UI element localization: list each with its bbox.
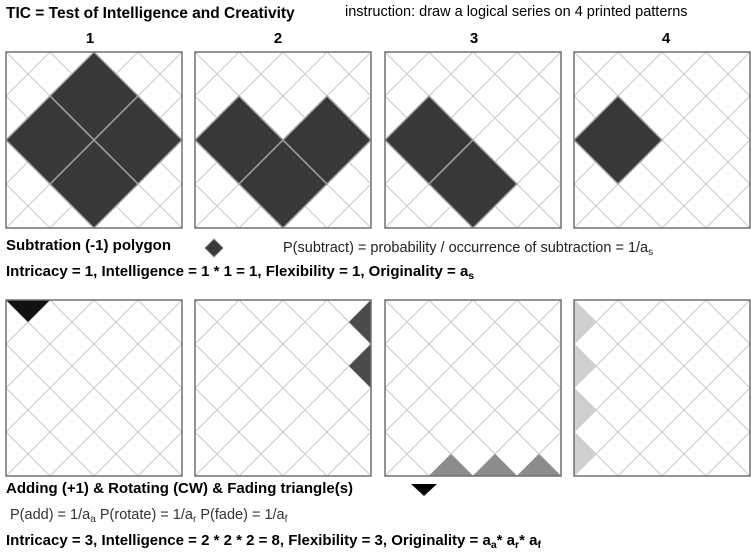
subtraction-panel-3-frame [384,51,562,229]
triangle-panel-3-triangle-3 [517,454,561,476]
triangle-panel-2-triangle-2 [349,344,371,388]
triangle-panel-3-triangle-1 [429,454,473,476]
triangle-panel-3-grid [385,300,561,476]
subtraction-panel-4 [572,51,751,229]
triangle-panel-4-triangle-4 [574,432,596,476]
panel-number-2: 2 [273,30,283,47]
legend-triangle [411,484,437,496]
triangle-probabilities: P(add) = 1/aa P(rotate) = 1/ar P(fade) =… [10,507,288,525]
triangle-panel-2 [194,299,372,477]
triangle-panel-2-frame [194,299,372,477]
subtraction-panel-4-frame [573,51,751,229]
triangle-panel-4-triangle-1 [574,300,596,344]
subtraction-panel-2-frame [194,51,372,229]
triangle-panel-3-triangle-2 [473,454,517,476]
subtraction-panel-4-diamond-1 [572,94,664,186]
subtraction-panel-4-grid [574,52,750,228]
triangle-panel-1-frame [5,299,183,477]
panel-number-4: 4 [661,30,671,47]
subtraction-panel-1 [4,50,184,230]
triangle-panel-3-frame [384,299,562,477]
triangle-caption: Adding (+1) & Rotating (CW) & Fading tri… [6,480,354,497]
triangle-panel-2-triangle-1 [349,300,371,344]
triangle-metrics: Intricacy = 3, Intelligence = 2 * 2 * 2 … [6,532,541,551]
triangle-panel-4 [573,299,751,477]
subtraction-probability: P(subtract) = probability / occurrence o… [283,240,654,258]
page-title: TIC = Test of Intelligence and Creativit… [6,5,295,22]
subtraction-panel-2 [193,51,373,230]
panel-number-1: 1 [85,30,95,47]
triangle-panel-4-frame [573,299,751,477]
triangle-panel-3 [384,299,562,477]
triangle-panel-1 [5,299,183,477]
subtraction-panel-3 [383,51,562,230]
subtraction-panel-2-diamond-3 [281,94,373,186]
triangle-panel-1-triangle-1 [6,300,50,322]
subtraction-metrics: Intricacy = 1, Intelligence = 1 * 1 = 1,… [6,263,475,282]
triangle-panel-4-grid [574,300,750,476]
triangle-panel-4-triangle-2 [574,344,596,388]
triangle-panel-1-grid [6,300,182,476]
subtraction-caption: Subtration (-1) polygon [6,237,171,254]
legend-diamond [204,238,224,258]
subtraction-panel-1-frame [5,51,183,229]
triangle-panel-4-triangle-3 [574,388,596,432]
panel-number-3: 3 [469,30,479,47]
instruction-text: instruction: draw a logical series on 4 … [345,4,688,20]
subtraction-panel-1-diamond-4 [4,94,96,186]
